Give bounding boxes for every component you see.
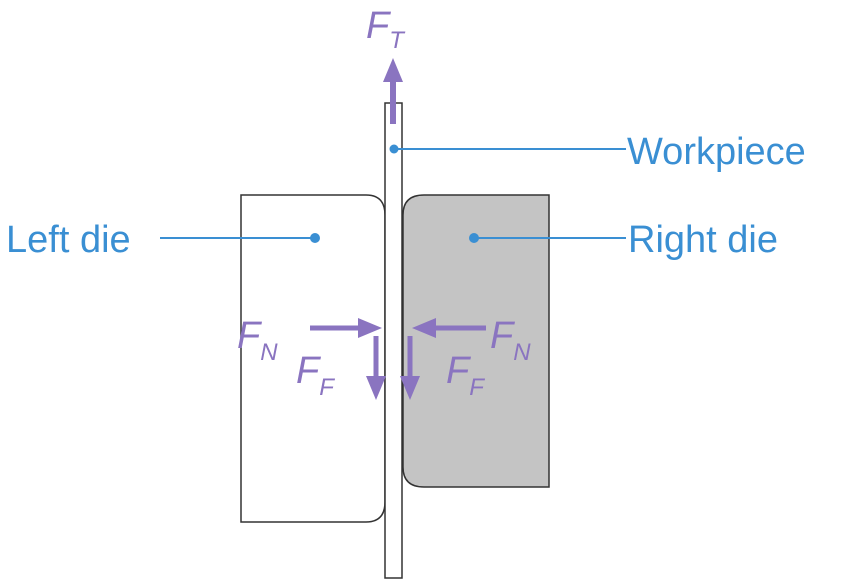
tension-force-arrow <box>383 58 403 124</box>
left-normal-force-subscript: N <box>260 339 278 366</box>
tension-force-subscript: T <box>389 27 406 54</box>
workpiece <box>384 102 403 579</box>
tension-force-label: FT <box>366 5 406 54</box>
left-normal-force-symbol: F <box>237 315 262 357</box>
tension-force-symbol: F <box>366 5 391 47</box>
left-friction-force-arrow <box>366 336 386 400</box>
left-friction-force-label: FF <box>296 350 335 401</box>
right-normal-force-subscript: N <box>513 339 531 366</box>
left-normal-force-label: FN <box>237 315 278 366</box>
right-die-dot <box>469 233 479 243</box>
workpiece-dot <box>389 144 399 154</box>
left-friction-force-subscript: F <box>319 374 335 401</box>
right-normal-force-arrow <box>412 318 486 338</box>
right-die-label: Right die <box>628 219 778 261</box>
right-friction-force-arrow <box>400 336 420 400</box>
left-die-label: Left die <box>6 219 131 261</box>
left-die-dot <box>310 233 320 243</box>
left-normal-force-arrow <box>310 318 382 338</box>
workpiece-label: Workpiece <box>627 131 806 173</box>
right-friction-force-subscript: F <box>469 374 485 401</box>
left-friction-force-symbol: F <box>296 350 321 392</box>
right-friction-force-label: FF <box>446 350 485 401</box>
right-die <box>402 194 550 488</box>
right-friction-force-symbol: F <box>446 350 471 392</box>
right-normal-force-symbol: F <box>490 315 515 357</box>
right-normal-force-label: FN <box>490 315 531 366</box>
